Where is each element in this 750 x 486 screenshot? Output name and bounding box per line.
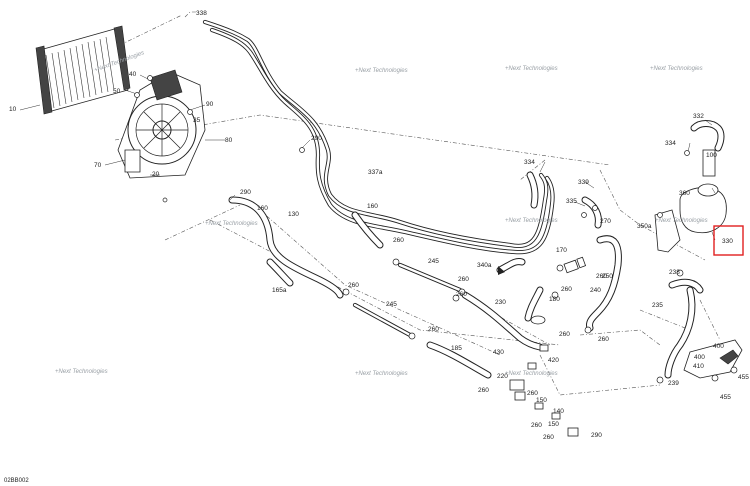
callout: 337a	[368, 169, 383, 176]
callout: 70	[94, 162, 102, 169]
callout: 220	[497, 373, 508, 380]
callout: 239	[668, 380, 679, 387]
radiator	[35, 25, 131, 115]
callout: 350a	[637, 223, 652, 230]
callout: 260	[393, 237, 404, 244]
callout: 455	[738, 374, 749, 381]
callout: 150	[536, 397, 547, 404]
callout: 430	[493, 349, 504, 356]
callout: 260	[596, 273, 607, 280]
callout: 410	[693, 363, 704, 370]
highlighted-callout[interactable]: 330	[713, 225, 744, 256]
leader-lines	[19, 74, 716, 241]
callout: 160	[257, 205, 268, 212]
watermark: +Next Technologies	[55, 369, 108, 375]
coolant-reservoir	[654, 120, 727, 253]
callout: 290	[591, 432, 602, 439]
callout: 40	[129, 71, 137, 78]
hose-245	[352, 262, 463, 338]
callout: 260	[559, 331, 570, 338]
callout: 260	[531, 422, 542, 429]
callout: 260	[458, 276, 469, 283]
callout: 260	[561, 286, 572, 293]
callout: 180	[549, 296, 560, 303]
callout: 290	[311, 135, 322, 142]
callout: 334	[524, 159, 535, 166]
watermark: +Next Technologies	[505, 66, 558, 72]
callout: 260	[478, 387, 489, 394]
callout: 80	[225, 137, 233, 144]
callout: 340a	[477, 262, 492, 269]
callout: 339	[578, 179, 589, 186]
callout: 400	[713, 343, 724, 350]
watermark: +Next Technologies	[355, 68, 408, 74]
callout: 260	[456, 291, 467, 298]
diagram-code: 02BB002	[4, 478, 29, 484]
callout: 334	[665, 140, 676, 147]
watermarks: +Next Technologies +Next Technologies +N…	[55, 50, 708, 377]
callout: 332	[693, 113, 704, 120]
callout: 100	[706, 152, 717, 159]
callout: 250	[602, 273, 613, 280]
hose-185	[426, 341, 492, 379]
callout: 90	[206, 101, 214, 108]
dashed-reference-lines	[114, 11, 721, 396]
highlight-box	[713, 225, 744, 256]
callout: 260	[428, 326, 439, 333]
callout: 35	[193, 117, 201, 124]
callout: 185	[451, 345, 462, 352]
callout: 10	[9, 106, 17, 113]
callout: 270	[600, 218, 611, 225]
connectors	[509, 256, 587, 437]
callout: 400	[694, 354, 705, 361]
callout: 50	[113, 88, 121, 95]
callout: 230	[495, 299, 506, 306]
callout: 290	[240, 189, 251, 196]
fan-shroud	[117, 69, 206, 179]
callout: 245	[386, 301, 397, 308]
callouts: 338 10 40 50 90 35 80 70 20 290 290 130 …	[9, 10, 749, 441]
callout: 338	[196, 10, 207, 17]
callout: 160	[367, 203, 378, 210]
hose-230	[461, 291, 544, 351]
callout: 245	[428, 258, 439, 265]
callout-330: 330	[722, 238, 733, 245]
hose-130	[228, 196, 344, 299]
callout: 240	[590, 287, 601, 294]
hose-235	[664, 278, 743, 379]
callout: 335	[566, 198, 577, 205]
callout: 150	[548, 421, 559, 428]
coolant-lines	[202, 19, 555, 255]
callout: 130	[288, 211, 299, 218]
callout: 170	[556, 247, 567, 254]
callout: 235	[652, 302, 663, 309]
watermark: +Next Technologies	[650, 66, 703, 72]
watermark: +Next Technologies	[205, 221, 258, 227]
watermark: +Next Technologies	[505, 371, 558, 377]
callout: 20	[152, 171, 160, 178]
callout: 140	[553, 408, 564, 415]
clamps	[134, 75, 738, 384]
callout: 260	[598, 336, 609, 343]
callout: 260	[543, 434, 554, 441]
callout: 260	[527, 390, 538, 397]
watermark: +Next Technologies	[655, 218, 708, 224]
callout: 260	[348, 282, 359, 289]
hose-240	[586, 235, 622, 332]
callout: 420	[548, 357, 559, 364]
watermark: +Next Technologies	[355, 371, 408, 377]
callout: 455	[720, 394, 731, 401]
watermark: +Next Technologies	[505, 218, 558, 224]
callout: 238	[669, 269, 680, 276]
hose-340a	[496, 258, 526, 275]
callout: 165a	[272, 287, 287, 294]
hose-180	[524, 286, 546, 325]
callout: 360	[679, 190, 690, 197]
hose-160	[351, 211, 384, 249]
